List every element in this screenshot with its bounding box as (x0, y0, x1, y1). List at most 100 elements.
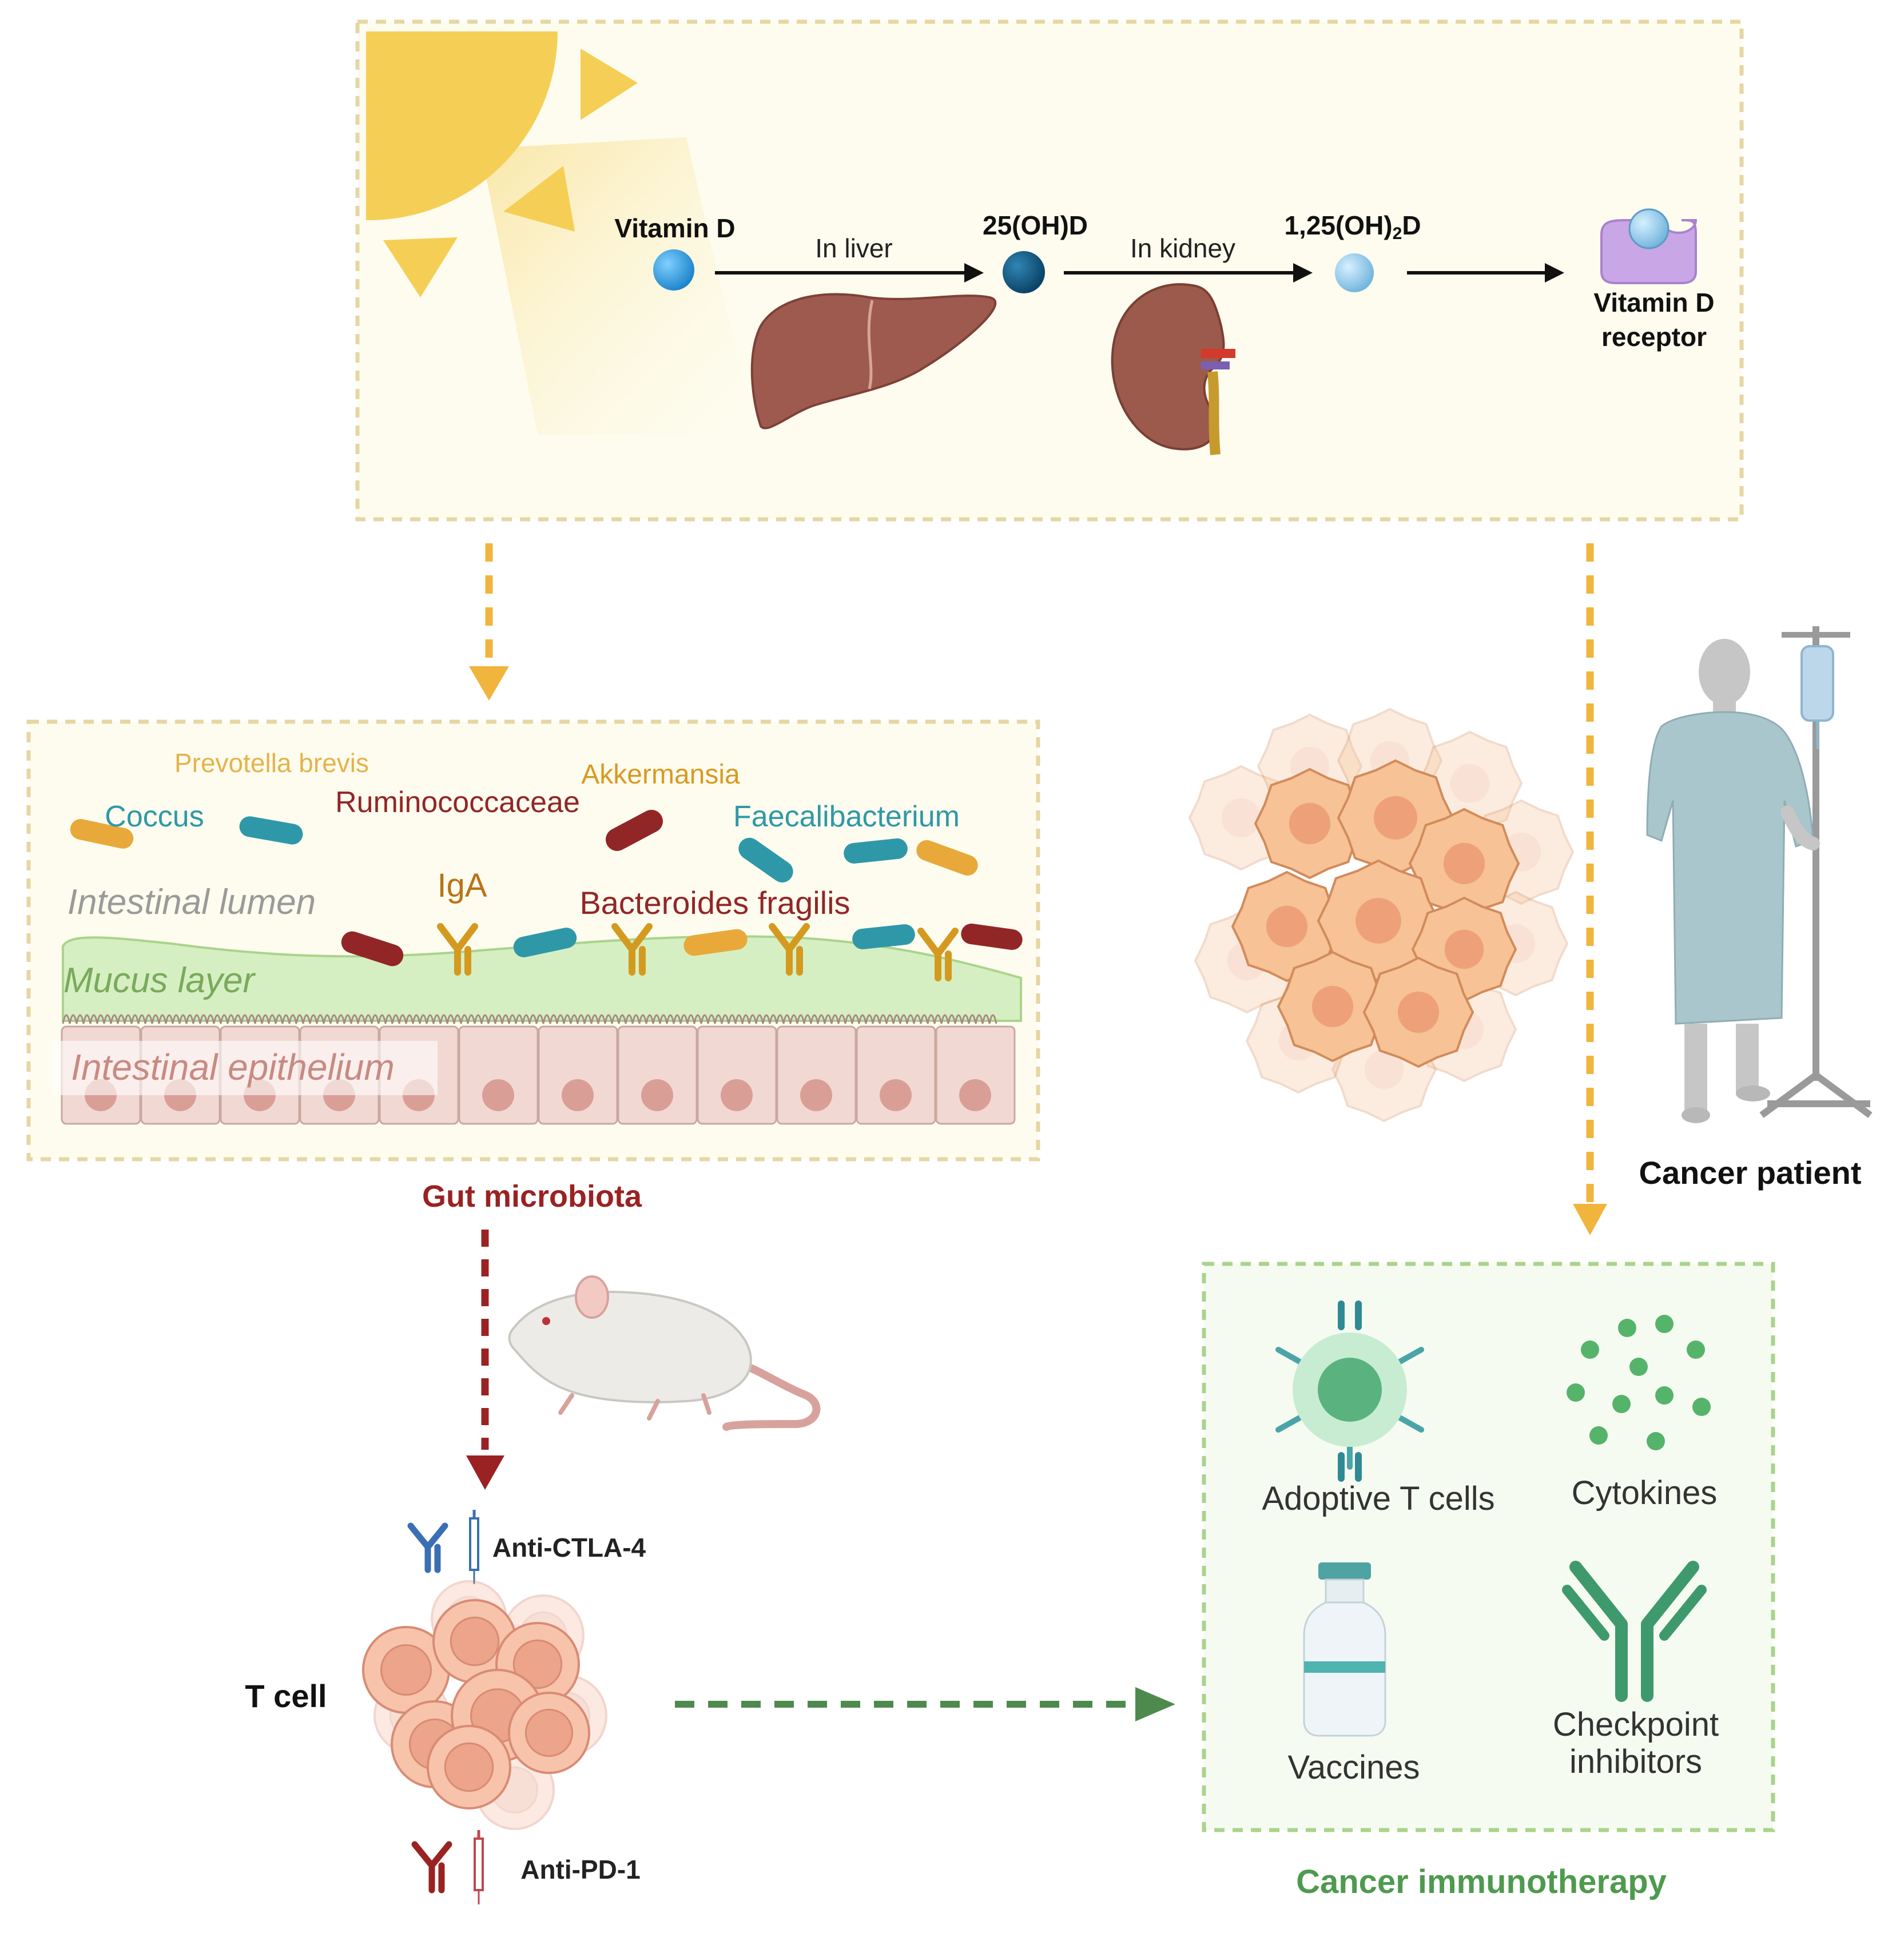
liver-arrow (715, 263, 984, 283)
adoptive-t-cell-icon (1275, 1300, 1424, 1482)
ruminococcaceae-label: Ruminococcaceae (335, 786, 580, 819)
cell-nucleus (641, 1079, 673, 1111)
bacterium-red (961, 923, 1023, 950)
bacterium-orange (683, 929, 748, 956)
epithelial-cell (776, 1025, 857, 1125)
cell-nucleus (562, 1079, 594, 1111)
arrow-to-immunotherapy (1573, 543, 1607, 1235)
iv-stand-icon (1759, 626, 1873, 1118)
cancer-patient-label: Cancer patient (1639, 1155, 1862, 1191)
tcell (362, 1626, 450, 1714)
125oh2d-subscript: 2 (1393, 224, 1402, 243)
gut-microbiota-panel: Prevotella brevis Akkermansia Coccus Rum… (26, 719, 1040, 1162)
epithelial-cell (458, 1025, 539, 1125)
syringe-icon (469, 1510, 479, 1584)
tcell-cluster (362, 1580, 607, 1830)
iga-antibodies (437, 923, 959, 981)
tumor-cell (1277, 950, 1389, 1063)
receptor-label-line2: receptor (1601, 322, 1707, 352)
gut-microbiota-caption: Gut microbiota (422, 1179, 642, 1214)
ctla4-antibody-icon (407, 1522, 448, 1573)
bacterium-orange (70, 819, 134, 849)
tcell-label: T cell (245, 1678, 327, 1714)
receptor-arrow (1407, 263, 1564, 283)
bacterium-teal (513, 928, 577, 957)
syringe-icon (474, 1830, 484, 1904)
tumor-cell (1362, 956, 1474, 1068)
cytokines-icon (1567, 1315, 1711, 1450)
immunotherapy-panel: Adoptive T cells Cytokines Vaccines (1202, 1262, 1775, 1832)
in-liver-label: In liver (815, 233, 892, 263)
iga-antibody-icon (917, 928, 959, 981)
cell-nucleus (959, 1079, 991, 1111)
pd1-antibody-icon (411, 1841, 452, 1894)
adoptive-t-cells-label: Adoptive T cells (1262, 1480, 1494, 1517)
arrow-to-gut (469, 543, 509, 701)
vitamin-d-molecule-icon (653, 249, 694, 291)
prevotella-label: Prevotella brevis (174, 748, 369, 778)
bacterium-red (341, 931, 404, 966)
vitamin-d-label: Vitamin D (614, 213, 735, 243)
vitamin-d-pathway-panel: Vitamin D In liver 25(OH)D In kidney (355, 19, 1744, 522)
mouse-icon (508, 1275, 821, 1431)
bacterium-teal (844, 838, 908, 864)
epithelial-cell (935, 1025, 1016, 1125)
vaccine-vial-icon (1303, 1562, 1386, 1737)
iga-label: IgA (437, 867, 487, 904)
mucus-layer-label: Mucus layer (63, 961, 256, 1000)
arrow-tcell-to-immunotherapy (675, 1687, 1175, 1721)
cancer-immunotherapy-caption: Cancer immunotherapy (1296, 1863, 1667, 1900)
epithelial-cell (538, 1025, 618, 1125)
bacterium-teal (852, 924, 915, 949)
checkpoint-label-line1: Checkpoint (1553, 1706, 1719, 1743)
akkermansia-label: Akkermansia (581, 759, 740, 790)
125oh2d-label: 1,25(OH)2D (1284, 210, 1421, 243)
vitamin-d-receptor-icon (1600, 208, 1698, 284)
bacteria (70, 810, 1023, 966)
intestinal-lumen-label: Intestinal lumen (67, 882, 316, 922)
tumor-cell (1408, 808, 1520, 920)
in-kidney-label: In kidney (1130, 233, 1235, 263)
sun-icon (366, 31, 755, 435)
coccus-label: Coccus (105, 800, 204, 833)
tumor-cell (1254, 767, 1366, 880)
tumor-cells-icon (1188, 707, 1575, 1123)
bacterium-red (605, 810, 663, 851)
cytokines-label: Cytokines (1572, 1474, 1718, 1512)
vaccines-label: Vaccines (1287, 1749, 1420, 1786)
epithelial-cell (856, 1025, 936, 1125)
faecalibacterium-label: Faecalibacterium (733, 800, 960, 833)
anti-ctla4-drug: Anti-CTLA-4 (407, 1510, 646, 1584)
anti-ctla4-label: Anti-CTLA-4 (492, 1533, 646, 1562)
arrow-gut-to-tcell (466, 1230, 504, 1490)
cell-nucleus (482, 1079, 514, 1111)
bacterium-teal (738, 837, 793, 883)
tcell (432, 1599, 517, 1684)
intestinal-epithelium-label: Intestinal epithelium (71, 1047, 395, 1088)
anti-pd1-drug: Anti-PD-1 (411, 1830, 641, 1904)
cancer-patient-icon (1646, 626, 1873, 1123)
cell-nucleus (800, 1079, 832, 1111)
mucus-layer-shape (62, 935, 1022, 1022)
iga-antibody-icon (611, 923, 653, 976)
25ohd-molecule-icon (1003, 251, 1045, 293)
25ohd-label: 25(OH)D (983, 210, 1088, 240)
iga-antibody-icon (769, 923, 810, 976)
iga-antibody-icon (437, 923, 478, 976)
125oh2d-text: 1,25(OH) (1284, 210, 1392, 240)
125oh2d-molecule-icon (1335, 253, 1374, 292)
epithelial-cell (617, 1025, 698, 1125)
kidney-arrow (1064, 263, 1313, 283)
bacterium-teal (239, 816, 303, 845)
epithelium-label-backdrop (51, 1041, 438, 1095)
liver-icon (750, 293, 997, 429)
receptor-label-line1: Vitamin D (1593, 288, 1714, 317)
tcell (508, 1692, 590, 1774)
bacterium-orange (916, 840, 978, 876)
microvilli (62, 1014, 997, 1024)
kidney-icon (1111, 283, 1235, 455)
cell-nucleus (721, 1079, 753, 1111)
epithelial-cell (697, 1025, 777, 1125)
